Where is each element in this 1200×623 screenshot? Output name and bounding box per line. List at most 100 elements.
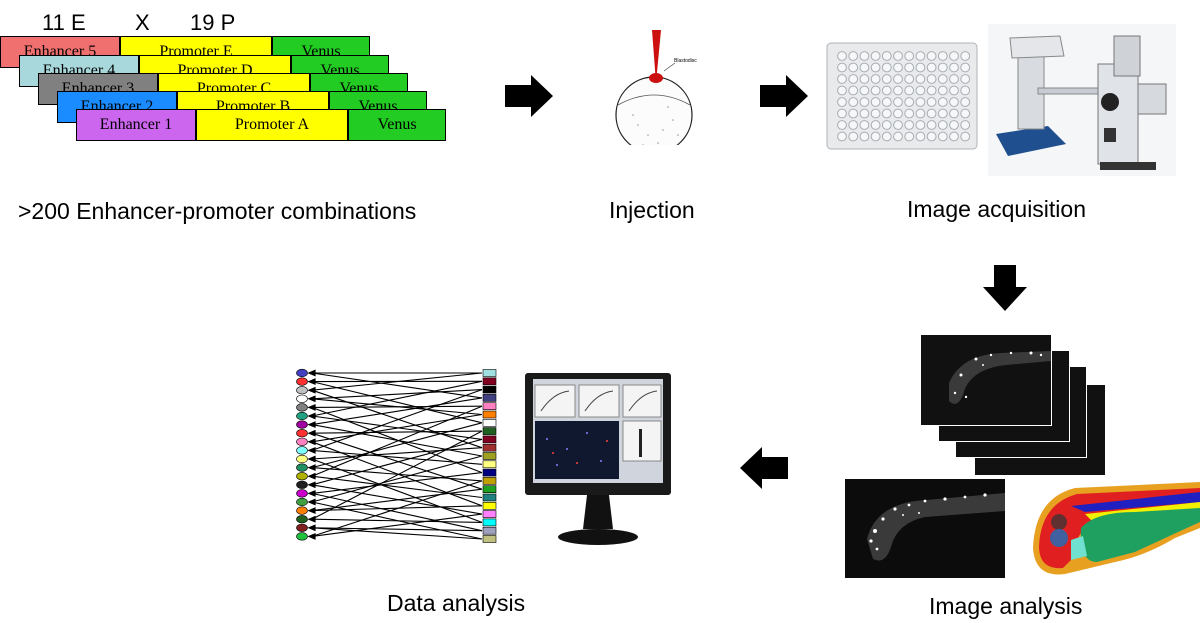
well: [893, 131, 903, 142]
monitor-illustration: [517, 369, 679, 551]
well: [837, 74, 847, 84]
well: [848, 74, 859, 84]
enhancer-count-label: 11 E: [42, 10, 86, 35]
network-arrowhead: [307, 369, 316, 377]
network-edge: [311, 513, 483, 537]
well: [837, 51, 847, 61]
network-edge: [311, 430, 483, 434]
well: [926, 131, 937, 142]
well: [870, 85, 881, 96]
well: [848, 120, 859, 130]
well: [915, 51, 926, 61]
network-node-right: [482, 452, 497, 460]
well: [937, 108, 948, 119]
well: [915, 97, 926, 107]
network-arrowhead: [307, 507, 316, 514]
embryo-injection-illustration: [615, 30, 693, 145]
well: [904, 108, 915, 119]
well: [937, 62, 948, 73]
network-arrowhead: [307, 524, 316, 532]
well: [848, 51, 859, 61]
well: [881, 62, 892, 73]
network-node-left: [296, 437, 308, 446]
network-edge: [311, 381, 483, 424]
well: [937, 120, 948, 130]
network-node-right: [482, 535, 497, 543]
well: [870, 62, 881, 73]
well: [848, 97, 859, 107]
well: [960, 62, 971, 73]
well: [960, 51, 971, 61]
network-edge: [311, 527, 483, 532]
well: [848, 131, 859, 142]
network-node-left: [296, 532, 308, 541]
fluorescence-stack-image-1: [920, 334, 1052, 426]
network-node-right: [482, 410, 497, 419]
well: [960, 108, 971, 119]
well: [926, 51, 937, 61]
well: [893, 74, 903, 84]
network-node-right: [482, 385, 497, 394]
caption-injection: Injection: [609, 197, 695, 223]
well: [893, 108, 903, 119]
network-node-left: [296, 463, 308, 472]
network-node-right: [482, 394, 497, 402]
network-edge: [311, 480, 483, 537]
network-edge: [311, 475, 483, 499]
well: [859, 120, 870, 130]
well: [960, 85, 971, 96]
well: [949, 97, 959, 107]
network-edge: [311, 413, 483, 443]
network-node-right: [482, 510, 497, 518]
well: [949, 85, 959, 96]
well: [870, 97, 881, 107]
network-node-right: [482, 485, 497, 493]
well: [904, 62, 915, 73]
well: [949, 120, 959, 130]
well: [915, 131, 926, 142]
network-edge: [311, 422, 483, 469]
arrow-left-icon: [740, 447, 788, 489]
well: [870, 131, 881, 142]
network-arrowhead: [307, 447, 316, 454]
well: [949, 51, 959, 61]
well: [915, 74, 926, 84]
network-node-left: [296, 394, 308, 403]
network-node-right: [482, 418, 497, 427]
well: [859, 74, 870, 84]
well: [859, 108, 870, 119]
well-plate-illustration: [826, 42, 978, 150]
well: [904, 97, 915, 107]
network-edge: [311, 432, 483, 490]
network-arrowhead: [307, 464, 316, 471]
network-arrowhead: [307, 498, 316, 506]
network-arrowhead: [307, 429, 316, 437]
network-arrowhead: [307, 386, 316, 394]
well: [904, 85, 915, 96]
well: [926, 62, 937, 73]
network-arrowhead: [307, 378, 316, 385]
well: [949, 74, 959, 84]
well: [881, 108, 892, 119]
network-arrowhead: [307, 395, 316, 403]
network-node-right: [482, 369, 497, 377]
network-edge: [311, 397, 483, 426]
network-arrowhead: [307, 515, 316, 523]
well: [926, 85, 937, 96]
well: [893, 120, 903, 130]
network-arrowhead: [307, 472, 316, 480]
well: [904, 120, 915, 130]
well: [859, 62, 870, 73]
promoter-count-label: 19 P: [190, 10, 236, 35]
well: [926, 74, 937, 84]
network-node-right: [482, 502, 497, 510]
network-arrowhead: [307, 421, 316, 428]
well: [960, 120, 971, 130]
well: [870, 51, 881, 61]
arrow-down-icon: [983, 265, 1027, 311]
enhancer-segment: Enhancer 1: [76, 109, 196, 141]
network-node-right: [482, 518, 497, 527]
network-node-right: [482, 435, 497, 444]
well: [915, 120, 926, 130]
